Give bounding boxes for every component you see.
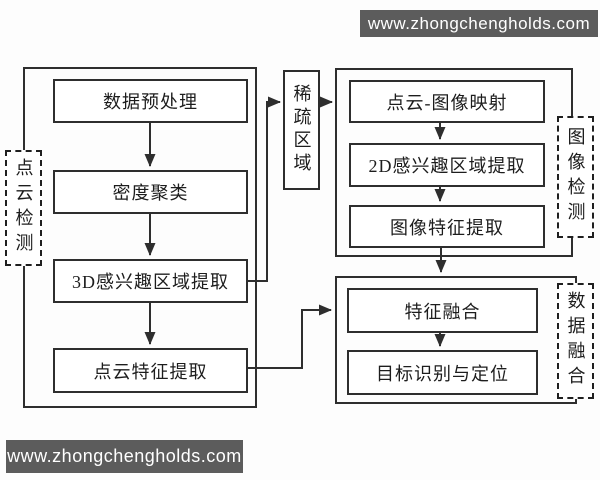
label-point-cloud-detection: 点云检测 <box>5 150 42 266</box>
label-image-detection: 图像检测 <box>557 116 594 238</box>
node-target-recognition-localization: 目标识别与定位 <box>347 350 538 395</box>
node-pointcloud-image-mapping: 点云-图像映射 <box>349 80 545 123</box>
node-image-feature-extraction: 图像特征提取 <box>349 205 545 248</box>
arrow-pcfeature-to-fusion-group <box>248 304 332 369</box>
node-pointcloud-feature-extraction: 点云特征提取 <box>53 348 248 393</box>
node-feature-fusion: 特征融合 <box>347 288 538 333</box>
label-data-fusion: 数据融合 <box>557 283 594 399</box>
node-density-clustering: 密度聚类 <box>53 170 248 214</box>
node-2d-roi-extraction: 2D感兴趣区域提取 <box>349 143 545 187</box>
watermark-banner-top: www.zhongchengholds.com <box>360 10 598 37</box>
node-data-preprocessing: 数据预处理 <box>53 79 248 123</box>
node-3d-roi-extraction: 3D感兴趣区域提取 <box>53 259 248 303</box>
node-sparse-region: 稀疏区域 <box>283 70 320 190</box>
watermark-banner-bottom: www.zhongchengholds.com <box>6 440 243 473</box>
